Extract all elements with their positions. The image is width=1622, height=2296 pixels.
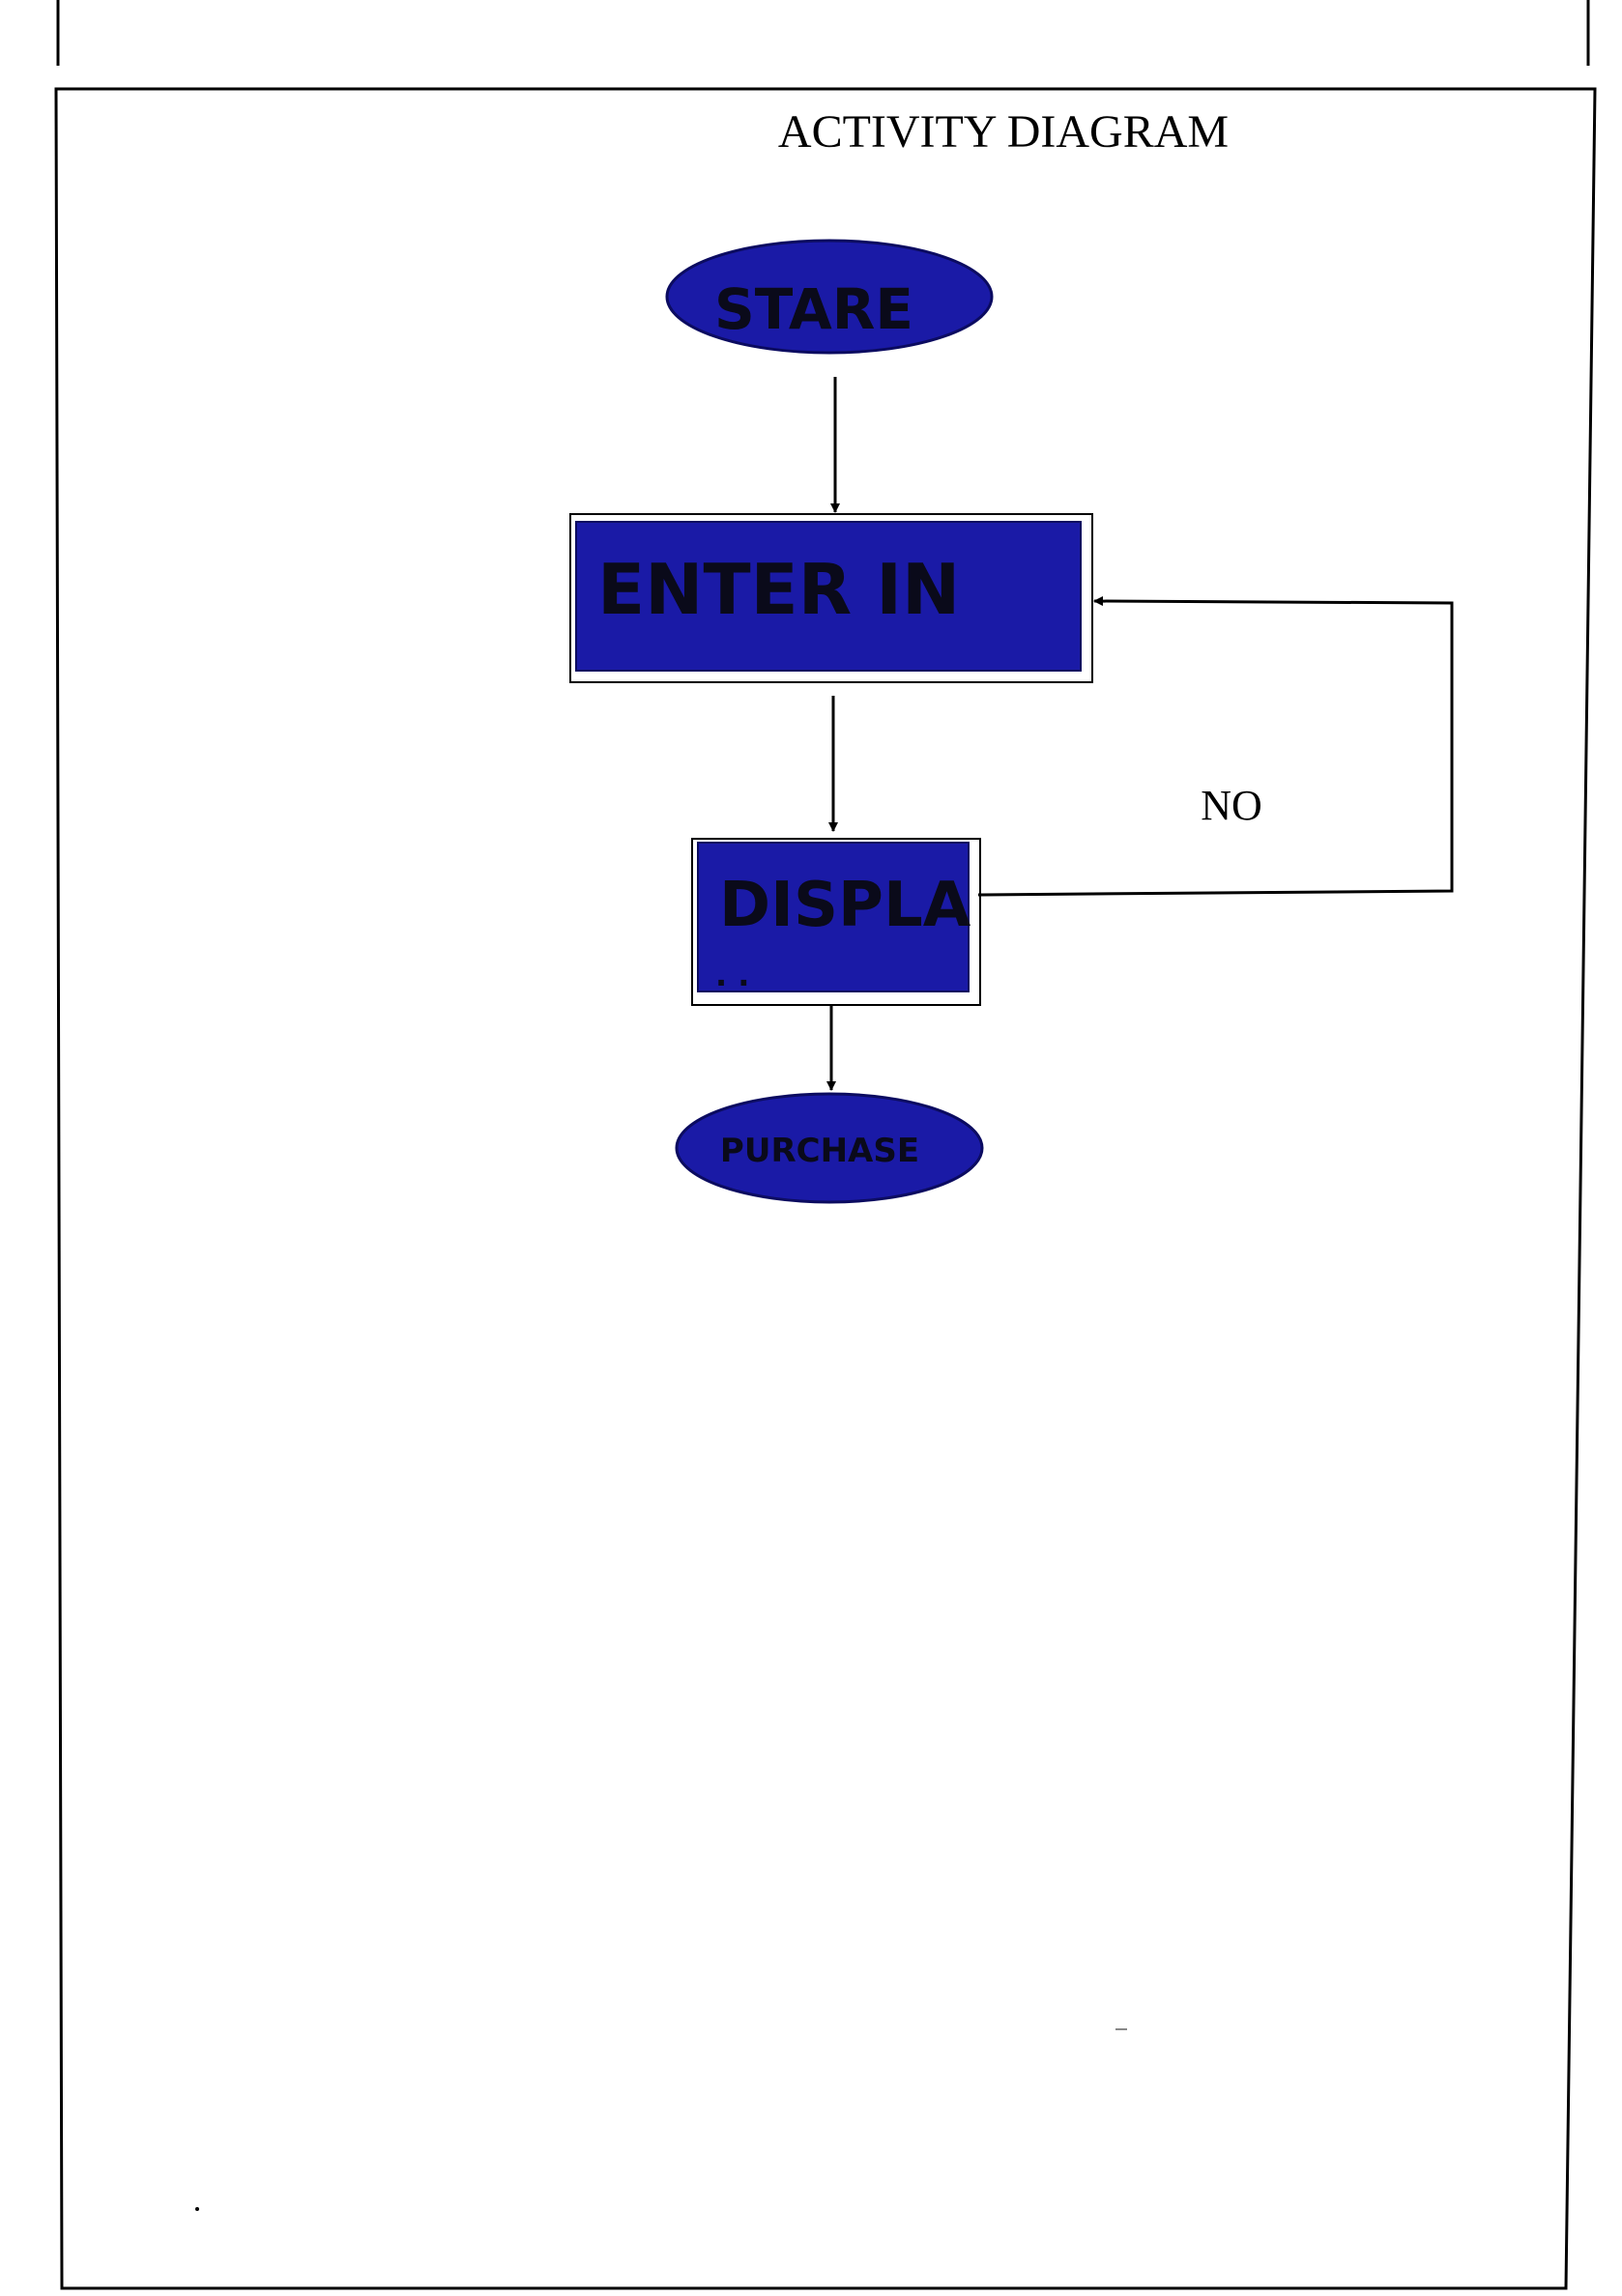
edge-display-to-enter: [977, 596, 1454, 897]
purchase-node-label: PURCHASE: [720, 1132, 919, 1170]
speck: [195, 2207, 199, 2211]
diagram-title: ACTIVITY DIAGRAM: [778, 106, 1229, 158]
page-border: [54, 87, 1597, 2290]
purchase-node: PURCHASE: [675, 1092, 984, 1204]
start-node: STARE: [665, 239, 994, 355]
enter-in-node: ENTER IN: [569, 513, 1093, 683]
display-node-label: DISPLA: [719, 870, 971, 941]
display-node: DISPLA . .: [691, 838, 981, 1006]
edge-no-label: NO: [1201, 782, 1262, 829]
start-node-label: STARE: [714, 276, 913, 342]
enter-in-node-label: ENTER IN: [597, 549, 960, 630]
display-node-sublabel: . .: [715, 957, 749, 993]
